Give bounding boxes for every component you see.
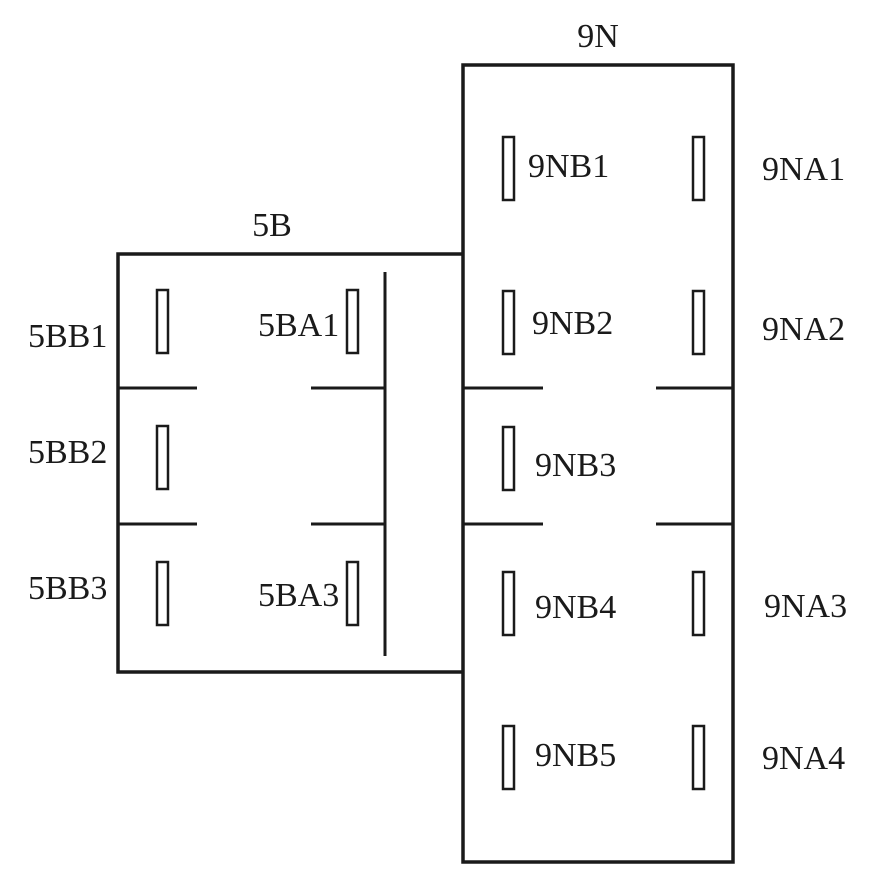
label-9na1: 9NA1: [762, 151, 845, 188]
label-5bb2: 5BB2: [28, 434, 107, 471]
pin-9nb4: [501, 570, 516, 637]
connector-5b-housing: [116, 252, 463, 674]
pin-5bb3: [155, 560, 170, 627]
label-9nb4: 9NB4: [535, 589, 616, 626]
label-5ba1: 5BA1: [258, 307, 339, 344]
label-9nb5: 9NB5: [535, 737, 616, 774]
pin-9na4: [691, 724, 706, 791]
pin-5bb1: [155, 288, 170, 355]
connector-5b-title: 5B: [252, 207, 292, 244]
pin-9na2: [691, 289, 706, 356]
label-9na4: 9NA4: [762, 740, 845, 777]
pin-9nb2: [501, 289, 516, 356]
pin-5bb2: [155, 424, 170, 491]
connector-9n-housing: [461, 63, 735, 864]
pin-9na3: [691, 570, 706, 637]
label-9na2: 9NA2: [762, 311, 845, 348]
pin-5ba3: [345, 560, 360, 627]
label-9na3: 9NA3: [764, 588, 847, 625]
label-5bb3: 5BB3: [28, 570, 107, 607]
pin-9na1: [691, 135, 706, 202]
connector-9n-title: 9N: [577, 18, 619, 55]
pin-9nb3: [501, 425, 516, 492]
label-5ba3: 5BA3: [258, 577, 339, 614]
pin-9nb1: [501, 135, 516, 202]
pin-9nb5: [501, 724, 516, 791]
label-9nb3: 9NB3: [535, 447, 616, 484]
pin-5ba1: [345, 288, 360, 355]
label-5bb1: 5BB1: [28, 318, 107, 355]
label-9nb2: 9NB2: [532, 305, 613, 342]
label-9nb1: 9NB1: [528, 148, 609, 185]
